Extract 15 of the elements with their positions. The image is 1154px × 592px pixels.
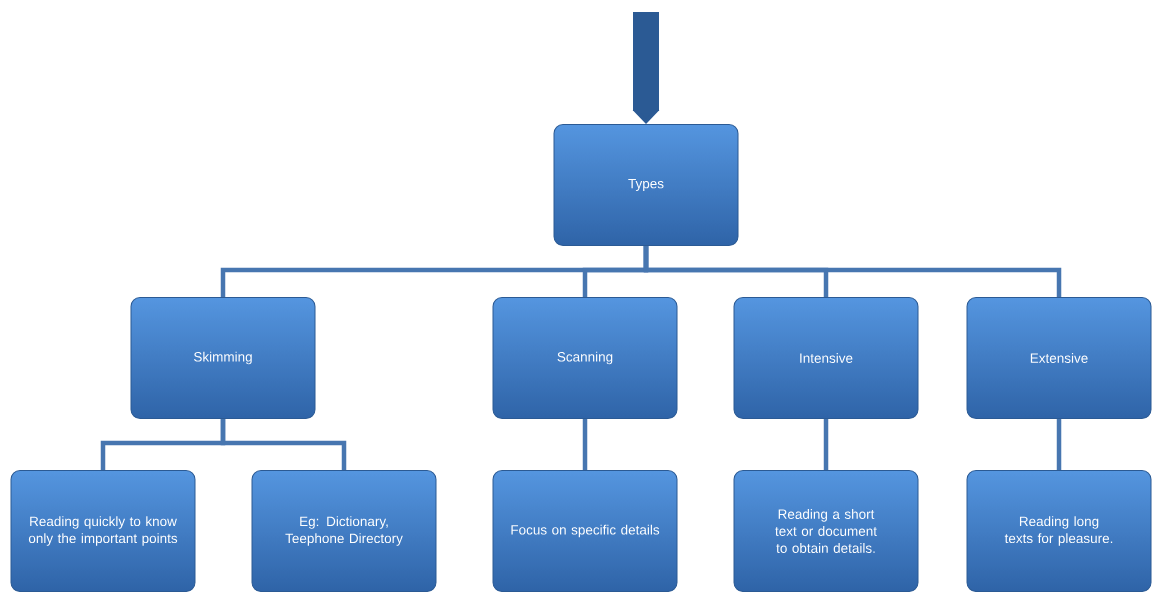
connector-line bbox=[1056, 419, 1062, 470]
connector-line bbox=[582, 419, 588, 470]
connector-line bbox=[823, 419, 829, 470]
process-box: Intensive bbox=[733, 297, 919, 419]
connector-line bbox=[643, 246, 1062, 297]
process-box: Reading a short text or document to obtain details. bbox=[733, 470, 919, 592]
process-box: Skimming bbox=[130, 297, 316, 419]
process-box: Scanning bbox=[492, 297, 678, 419]
process-box: Focus on specific details bbox=[492, 470, 678, 592]
process-box: Reading quickly to know only the important points bbox=[10, 470, 196, 592]
process-box: Types bbox=[553, 124, 739, 246]
process-box: Extensive bbox=[966, 297, 1152, 419]
process-box: Eg: Dictionary, Teephone Directory bbox=[251, 470, 437, 592]
process-box: Reading long texts for pleasure. bbox=[966, 470, 1152, 592]
connector-line bbox=[220, 419, 347, 470]
